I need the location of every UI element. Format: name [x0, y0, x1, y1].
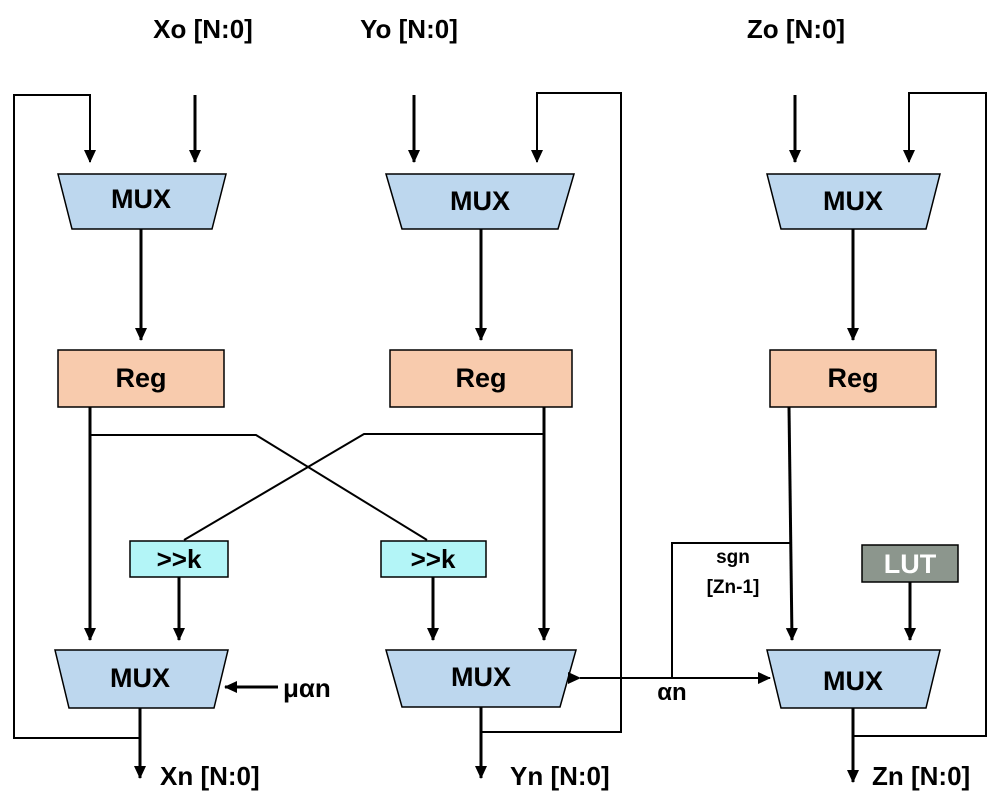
- z-reg-to-mux-wire: [785, 406, 798, 641]
- y-to-x-shifter-wire: [183, 433, 544, 541]
- z-bottom-mux: [766, 649, 941, 709]
- x-reg: [57, 349, 225, 408]
- z-bottom-mux-label: MUX: [823, 666, 883, 696]
- alpha-label: αn: [657, 679, 686, 706]
- z-datapath: MUX Reg LUT MUX Zn [N:0]: [766, 92, 987, 791]
- z-top-mux: [766, 173, 941, 230]
- y-bottom-mux-label: MUX: [451, 662, 511, 692]
- input-z-label: Zo [N:0]: [747, 14, 845, 44]
- lut: [861, 544, 959, 583]
- x-bottom-mux: [54, 649, 229, 709]
- sgn-wire: [671, 542, 790, 678]
- output-y-label: Yn [N:0]: [510, 761, 610, 791]
- y-reg-label: Reg: [455, 363, 506, 393]
- input-x-label: Xo [N:0]: [153, 14, 253, 44]
- output-z-label: Zn [N:0]: [872, 761, 970, 791]
- x-feedback-wire: [13, 94, 140, 739]
- z-reg-label: Reg: [827, 363, 878, 393]
- y-shifter: [380, 540, 487, 578]
- sgn-subscript-label: [Zn-1]: [707, 577, 760, 598]
- y-reg: [389, 349, 573, 408]
- input-y-label: Yo [N:0]: [360, 14, 458, 44]
- x-reg-label: Reg: [115, 363, 166, 393]
- mu-alpha-label: μαn: [283, 673, 331, 703]
- y-feedback-wire: [481, 92, 622, 733]
- x-to-y-shifter-wire: [90, 434, 428, 541]
- x-shifter-label: >>k: [157, 544, 202, 574]
- z-reg: [769, 349, 937, 408]
- cross-coupling: [90, 433, 544, 541]
- y-datapath: MUX Reg >>k MUX Yn [N:0]: [380, 92, 622, 791]
- sgn-label: sgn: [716, 547, 750, 568]
- x-shifter: [129, 540, 229, 578]
- x-top-mux-label: MUX: [111, 184, 171, 214]
- y-shifter-label: >>k: [411, 544, 456, 574]
- lut-label: LUT: [884, 549, 937, 579]
- y-top-mux-label: MUX: [450, 186, 510, 216]
- z-top-mux-label: MUX: [823, 186, 883, 216]
- output-x-label: Xn [N:0]: [160, 761, 260, 791]
- y-top-mux: [385, 173, 575, 230]
- x-bottom-mux-label: MUX: [110, 663, 170, 693]
- x-datapath: MUX Reg >>k MUX μαn Xn [N:0]: [13, 94, 331, 791]
- z-feedback-wire: [853, 92, 987, 737]
- alpha-interconnect: αn sgn [Zn-1]: [568, 542, 790, 706]
- y-bottom-mux: [385, 649, 577, 708]
- x-top-mux: [57, 173, 227, 230]
